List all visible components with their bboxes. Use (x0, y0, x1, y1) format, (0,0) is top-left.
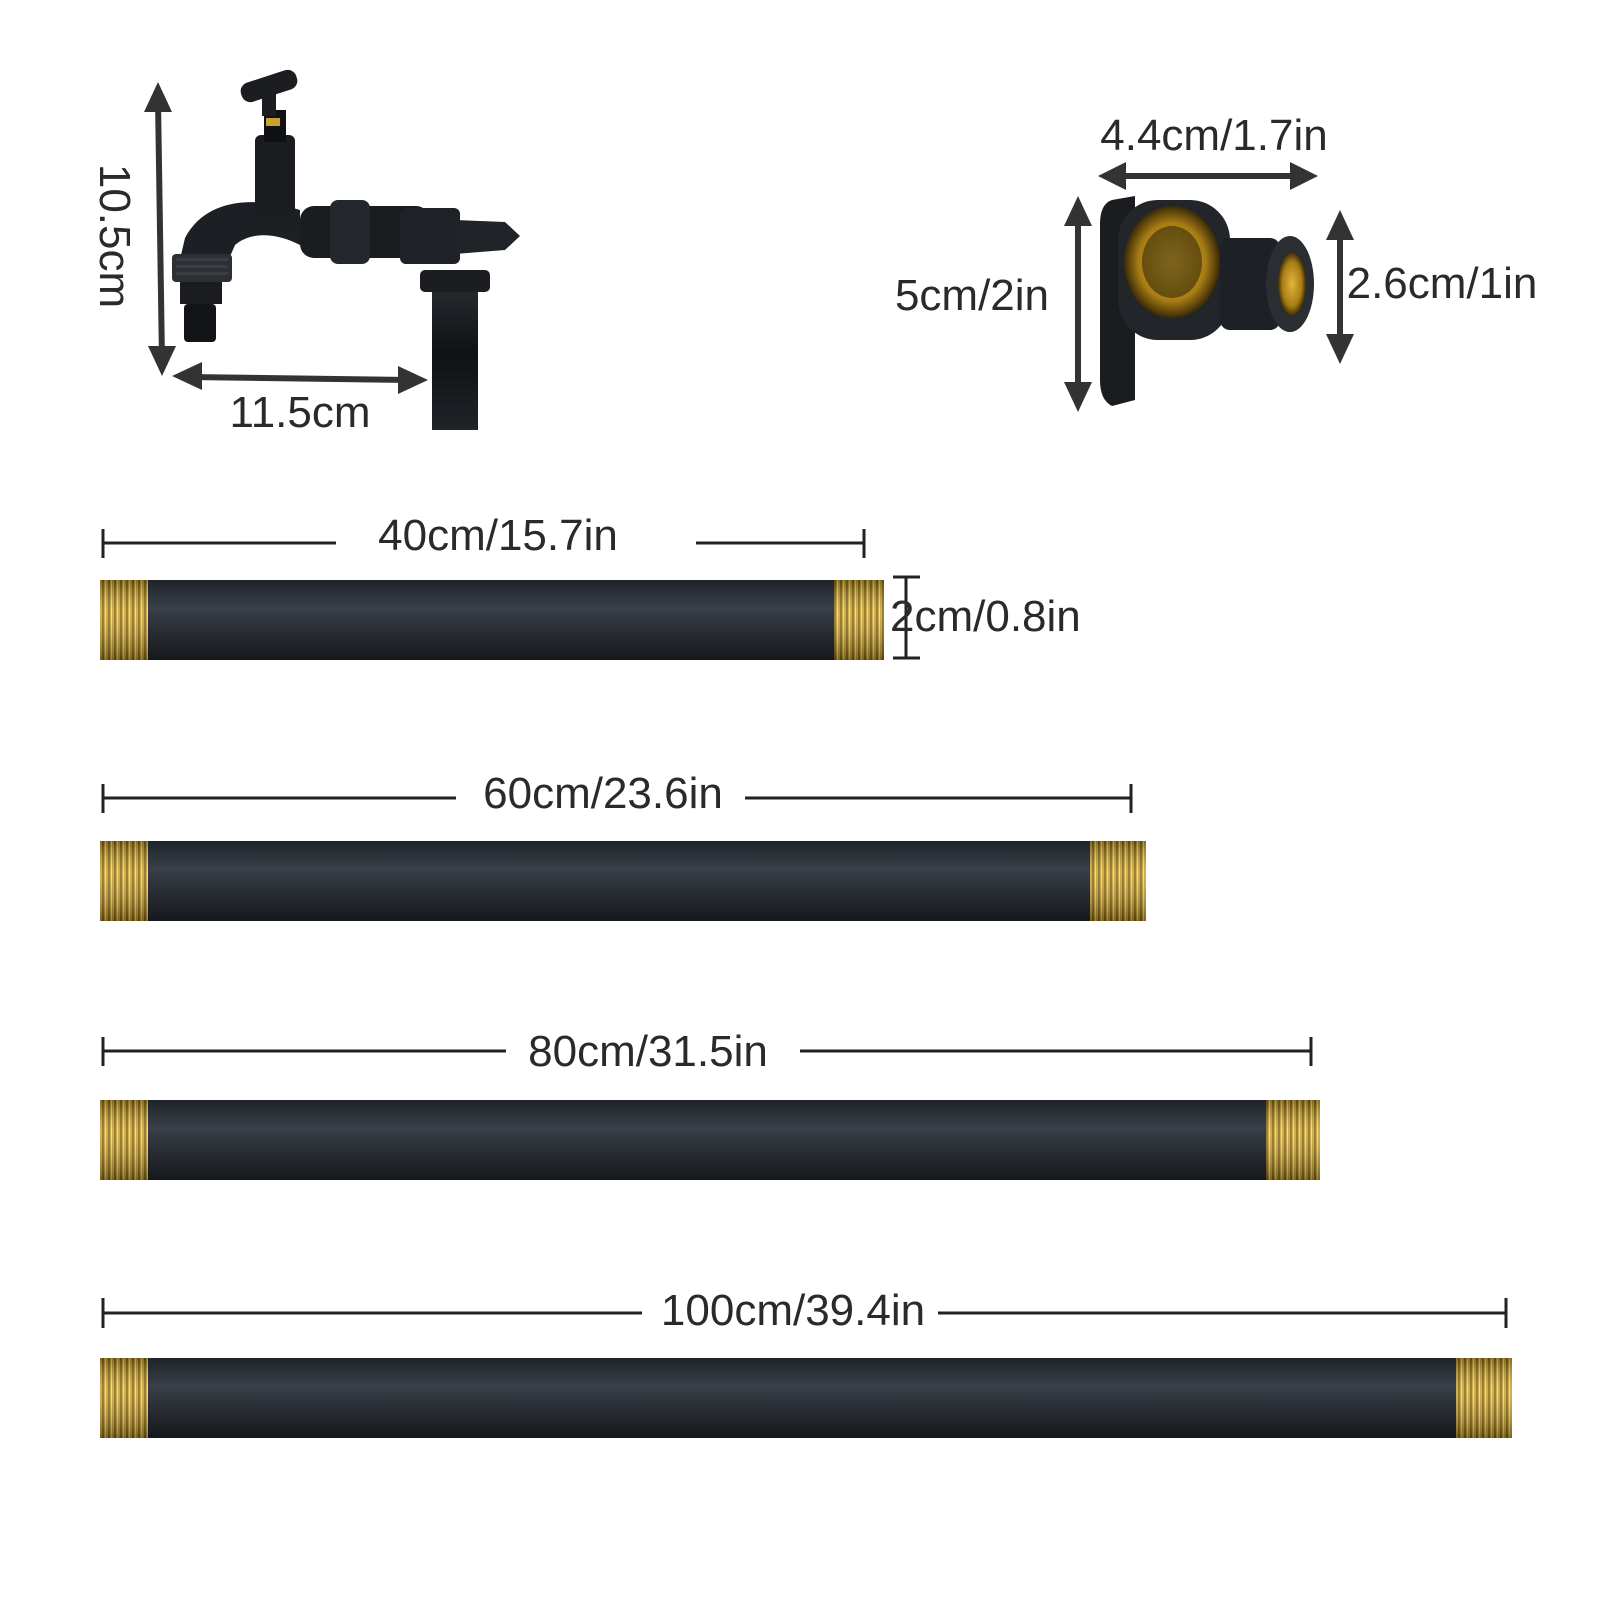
pipe-length-label: 60cm/23.6in (483, 769, 723, 818)
dimension-line (101, 1037, 1313, 1066)
elbow-width-arrow (1098, 162, 1318, 190)
pipe-40cm: 40cm/15.7in 2cm/0.8in (100, 511, 1081, 660)
pipe-80cm: 80cm/31.5in (100, 1027, 1320, 1180)
elbow-height-label: 5cm/2in (895, 271, 1049, 320)
pipe-60cm: 60cm/23.6in (100, 769, 1146, 921)
elbow-outlet-label: 2.6cm/1in (1347, 259, 1538, 308)
elbow-figure: 4.4cm/1.7in 5cm/2in 2.6cm/1in (895, 111, 1537, 412)
dimension-line (101, 529, 866, 558)
faucet-width-label: 11.5cm (229, 388, 370, 437)
pipe-image (100, 580, 884, 660)
pipe-100cm: 100cm/39.4in (100, 1286, 1512, 1438)
pipe-image (100, 1100, 1320, 1180)
pipe-diameter-label: 2cm/0.8in (890, 592, 1081, 641)
pipe-length-label: 80cm/31.5in (528, 1027, 768, 1076)
dimension-line (101, 1298, 1508, 1328)
elbow-image (1100, 196, 1314, 406)
dimension-line (101, 784, 1133, 813)
elbow-height-arrow (1064, 196, 1092, 412)
elbow-outlet-arrow (1326, 210, 1354, 364)
faucet-height-arrow (144, 82, 176, 376)
faucet-height-label: 10.5cm (90, 164, 139, 308)
diameter-bracket (893, 575, 920, 660)
faucet-figure: 10.5cm 11.5cm (90, 69, 520, 437)
faucet-width-arrow (172, 362, 428, 394)
faucet-image (172, 69, 520, 430)
elbow-width-label: 4.4cm/1.7in (1100, 111, 1327, 160)
pipe-length-label: 40cm/15.7in (378, 511, 618, 560)
pipe-image (100, 841, 1146, 921)
pipe-length-label: 100cm/39.4in (661, 1286, 925, 1335)
pipe-image (100, 1358, 1512, 1438)
